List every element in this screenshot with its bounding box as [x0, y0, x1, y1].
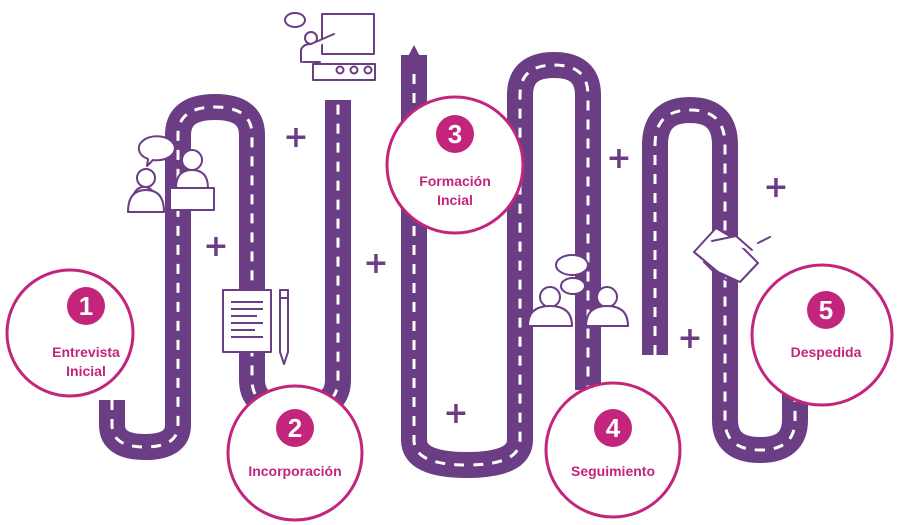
- conversation-icon: [527, 254, 629, 327]
- step-4: 4 Seguimiento: [544, 381, 682, 519]
- plus-sign: +: [677, 321, 702, 356]
- step-label-line1: Formación: [419, 173, 491, 189]
- step-number-badge: [67, 287, 105, 325]
- step-2: 2 Incorporación: [226, 384, 364, 522]
- presentation-icon: [284, 12, 376, 81]
- step-5: 5 Despedida: [750, 263, 894, 407]
- step-number-badge: [807, 291, 845, 329]
- step-3: 3 Formación Incial: [385, 95, 525, 235]
- step-number: 1: [79, 291, 93, 321]
- step-circle: [226, 384, 364, 522]
- road-arrow-tip: [401, 45, 427, 70]
- step-circle: [544, 381, 682, 519]
- step-number: 4: [606, 413, 621, 443]
- plus-sign: +: [763, 170, 788, 205]
- step-number: 2: [288, 413, 302, 443]
- step-circle: [750, 263, 894, 407]
- step-number-badge: [436, 115, 474, 153]
- step-label-line1: Despedida: [791, 344, 862, 360]
- step-label-line1: Incorporación: [248, 463, 341, 479]
- step-label-line2: Incial: [437, 192, 473, 208]
- road-lane-markings: [110, 55, 797, 467]
- step-1: 1 Entrevista Inicial: [5, 268, 135, 398]
- plus-sign: +: [443, 396, 468, 431]
- document-pen-icon: [222, 289, 289, 365]
- step-label-line1: Entrevista: [52, 344, 120, 360]
- step-number-badge: [594, 409, 632, 447]
- handshake-icon: [693, 227, 771, 283]
- plus-sign: +: [606, 141, 631, 176]
- plus-sign: +: [363, 246, 388, 281]
- step-label-line1: Seguimiento: [571, 463, 655, 479]
- step-number: 3: [448, 119, 462, 149]
- plus-sign: +: [283, 120, 308, 155]
- plus-sign: +: [203, 229, 228, 264]
- plus-connectors: + + + + + + +: [203, 120, 788, 431]
- step-number-badge: [276, 409, 314, 447]
- step-number: 5: [819, 295, 833, 325]
- step-label-line2: Inicial: [66, 363, 106, 379]
- step-circle: [385, 95, 525, 235]
- interview-icon: [127, 135, 215, 213]
